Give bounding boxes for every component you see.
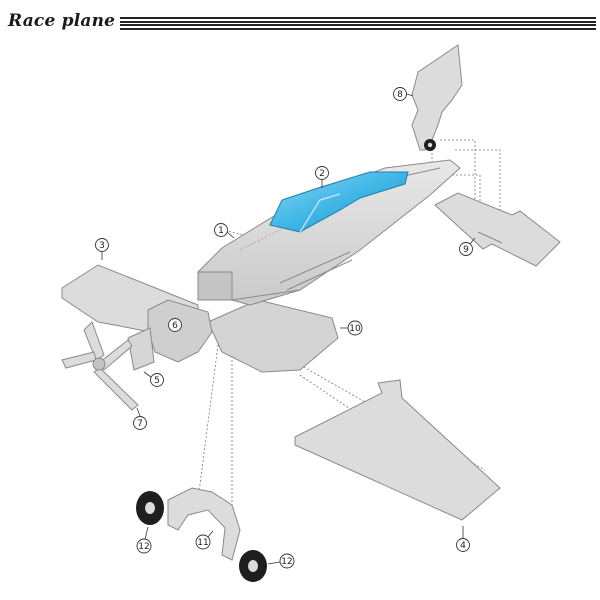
callout-8: 8 [393, 87, 414, 101]
rudder-part [411, 44, 463, 151]
page-title: Race plane [8, 11, 116, 31]
callout-4: 4 [456, 526, 470, 552]
callout-2: 2 [315, 166, 329, 188]
callout-9: 9 [459, 237, 476, 256]
propeller-part [61, 321, 139, 411]
header: Race plane [0, 0, 600, 40]
title-underline-rule [120, 17, 596, 31]
motor-mount-part [147, 299, 213, 363]
svg-text:4: 4 [460, 541, 466, 551]
svg-text:5: 5 [154, 376, 160, 386]
callout-1: 1 [214, 223, 235, 239]
stabilizer-part [434, 192, 561, 267]
landing-gear-strut-part [167, 487, 241, 561]
callout-3: 3 [95, 238, 109, 260]
svg-text:7: 7 [137, 419, 143, 429]
canopy-part [269, 171, 409, 233]
fuselage-part [197, 159, 461, 306]
svg-text:1: 1 [218, 226, 224, 236]
callout-7: 7 [133, 407, 147, 430]
svg-text:3: 3 [99, 241, 105, 251]
spinner-bracket-part [127, 327, 155, 371]
floor-plate-part [207, 299, 339, 373]
callout-6: 6 [168, 318, 182, 332]
svg-text:10: 10 [349, 324, 361, 334]
callout-10: 10 [340, 320, 363, 336]
svg-text:11: 11 [197, 538, 208, 548]
svg-text:6: 6 [172, 321, 178, 331]
svg-text:2: 2 [319, 169, 325, 179]
callout-11: 11 [195, 530, 214, 550]
svg-text:9: 9 [463, 245, 469, 255]
right-wheel-part [239, 550, 267, 582]
svg-text:12: 12 [138, 542, 149, 552]
right-wing-part [294, 379, 501, 521]
left-wheel-part [136, 491, 164, 525]
callout-12-left: 12 [136, 526, 152, 554]
svg-text:8: 8 [397, 90, 403, 100]
svg-text:12: 12 [281, 557, 292, 567]
callout-12-right: 12 [267, 553, 295, 569]
callout-5: 5 [143, 371, 164, 387]
